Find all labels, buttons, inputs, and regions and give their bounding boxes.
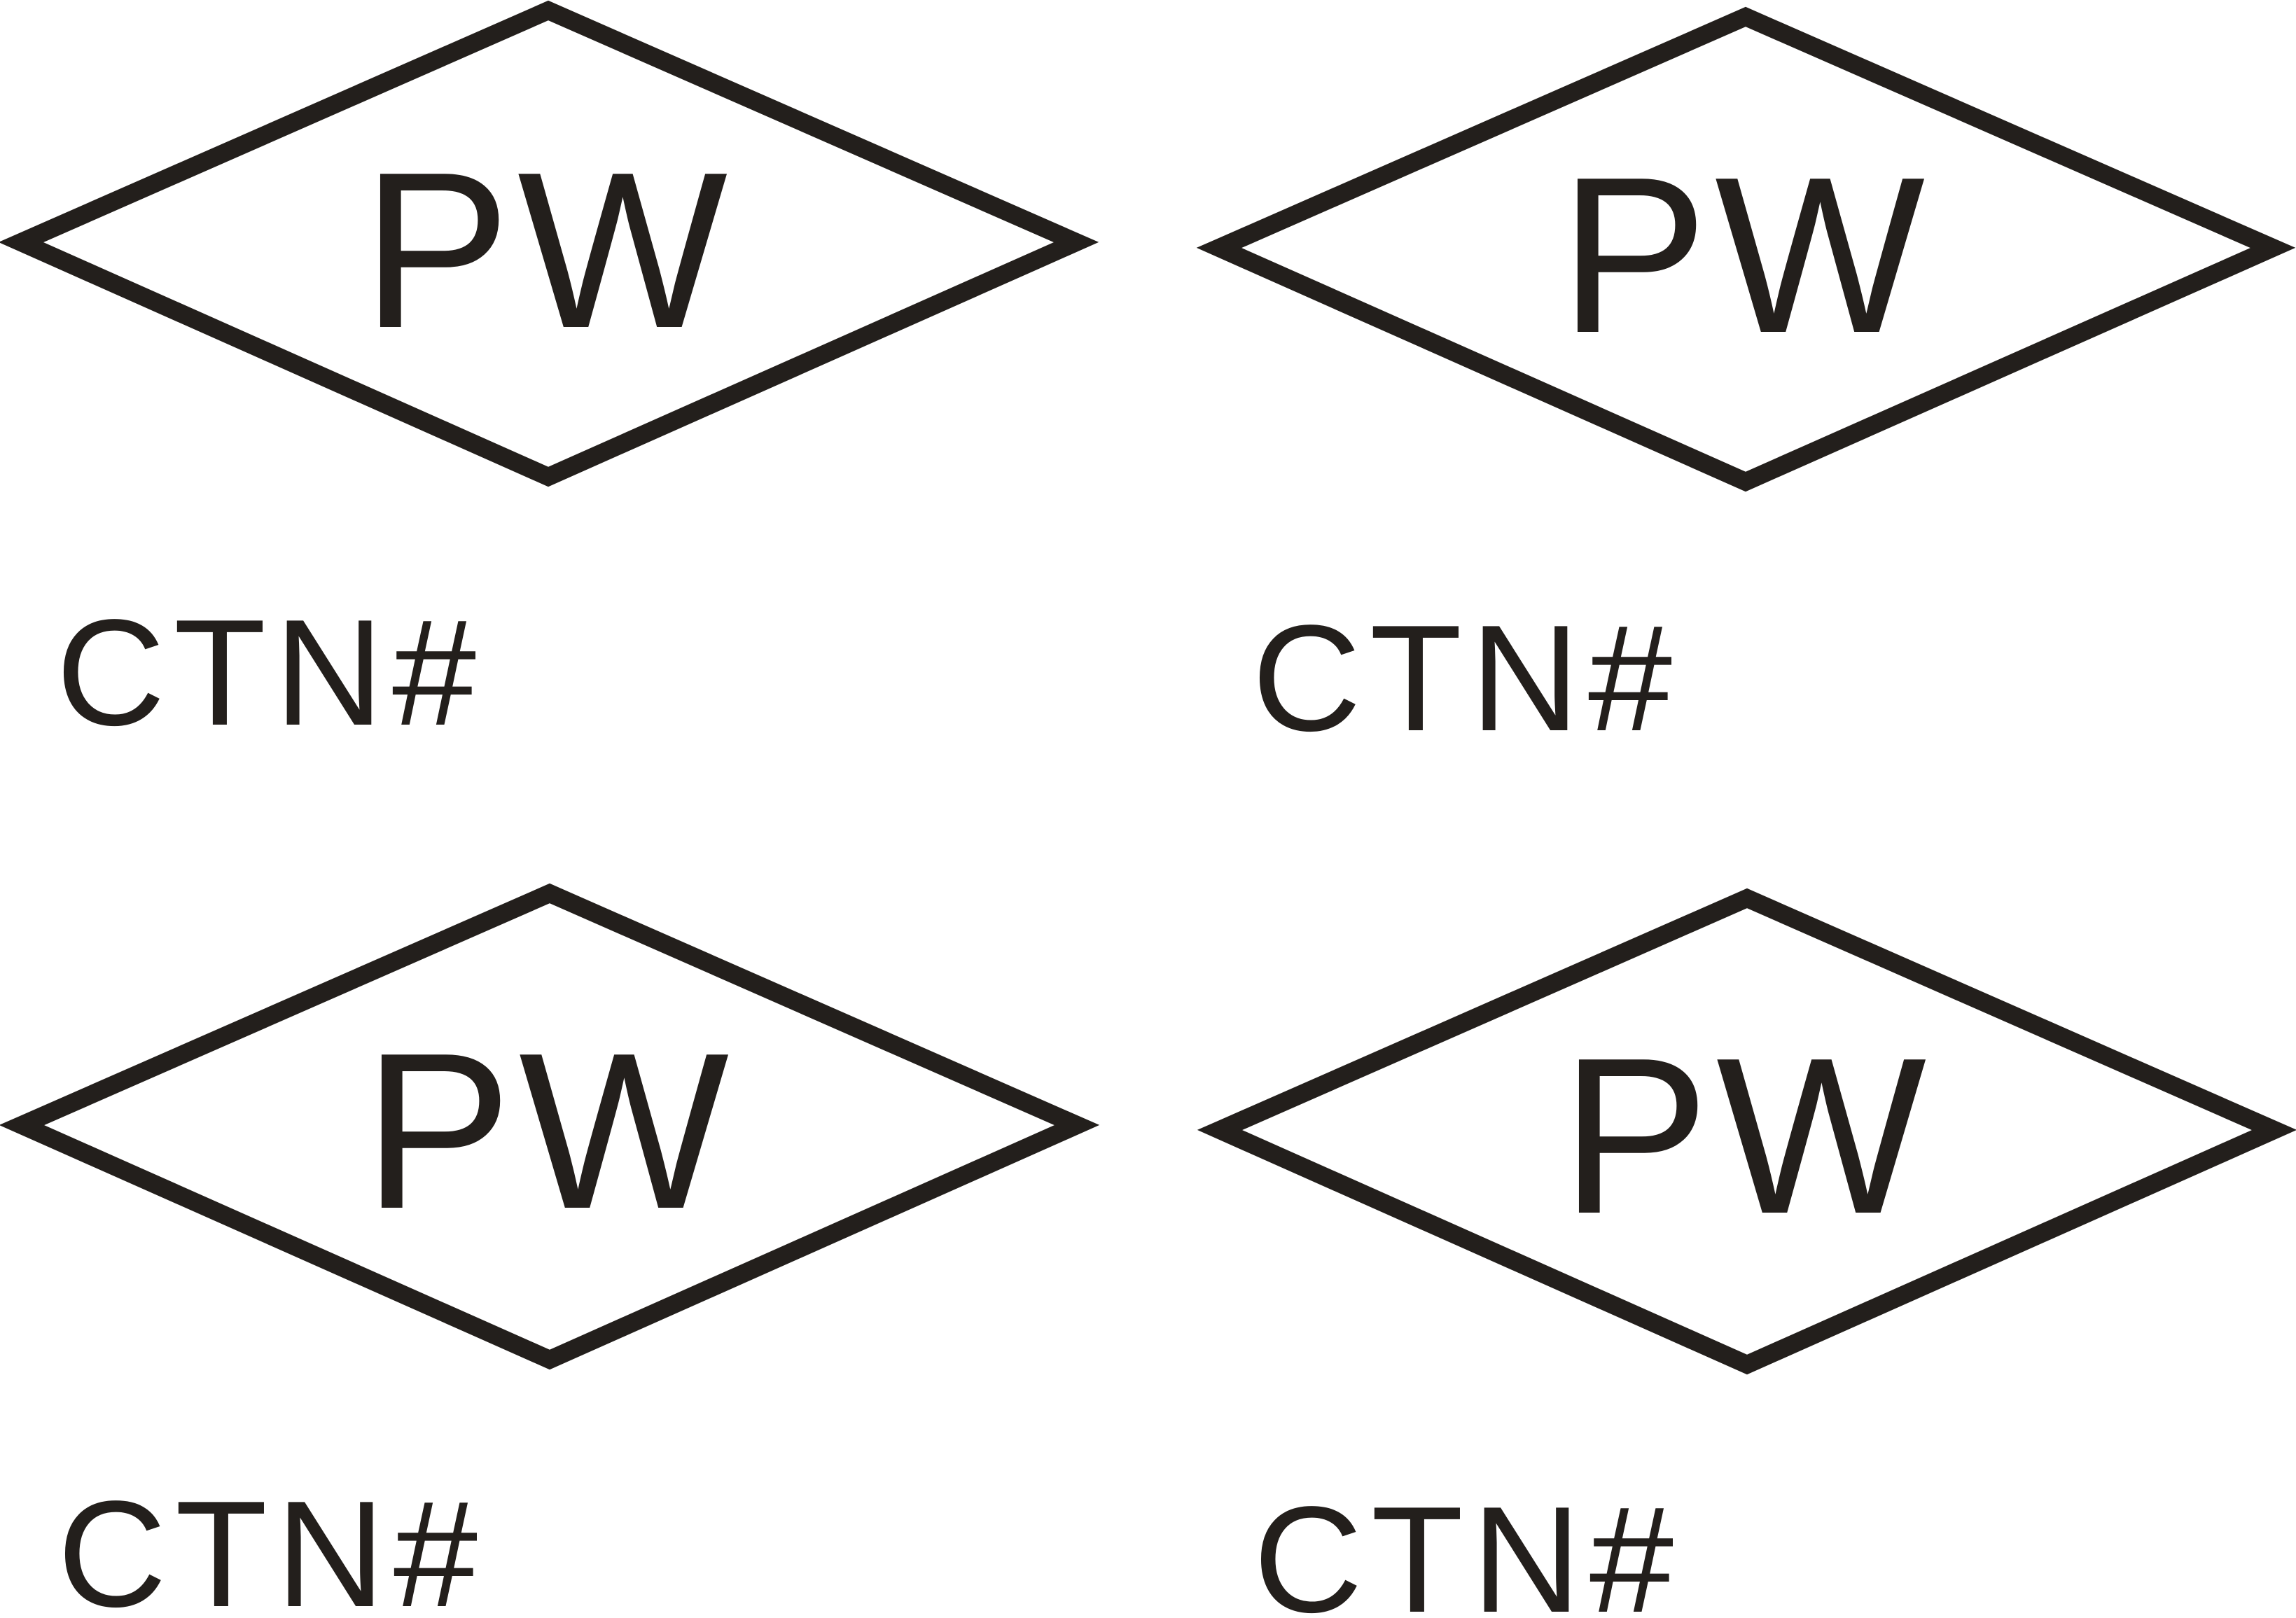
mark-symbol: PW xyxy=(362,126,735,375)
carton-number-label: CTN# xyxy=(1252,593,1681,762)
diamond-outline xyxy=(0,883,1100,1370)
diamond-outline xyxy=(0,0,1099,487)
diamond-outline xyxy=(1197,888,2296,1375)
carton-number-label: CTN# xyxy=(57,1469,486,1614)
mark-symbol: PW xyxy=(363,1007,736,1255)
shipping-mark-2: PW CTN# xyxy=(1196,6,2296,762)
mark-symbol: PW xyxy=(1561,1012,1933,1260)
shipping-mark-1: PW CTN# xyxy=(0,0,1099,757)
shipping-mark-3: PW CTN# xyxy=(0,883,1100,1618)
shipping-mark-4: PW CTN# xyxy=(1197,888,2296,1618)
mark-symbol: PW xyxy=(1559,131,1932,379)
carton-number-label: CTN# xyxy=(56,587,485,757)
diamond-outline xyxy=(1196,6,2296,492)
carton-number-label: CTN# xyxy=(1253,1474,1682,1614)
